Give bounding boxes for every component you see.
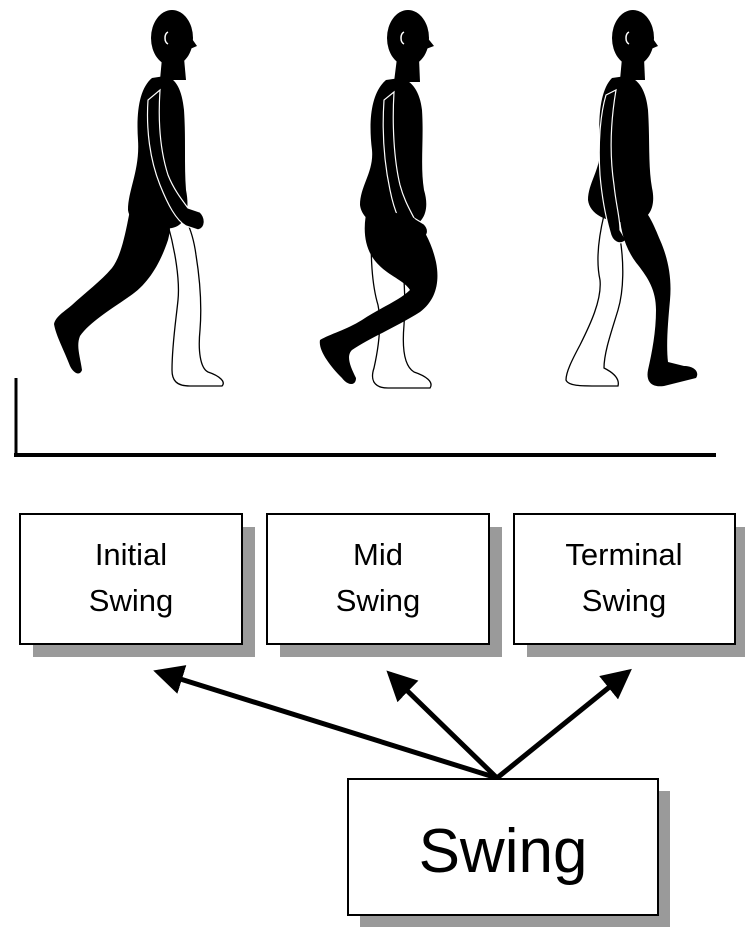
- phase-label-line2: Swing: [89, 583, 173, 618]
- arrow-to-terminal: [497, 672, 628, 778]
- phase-bracket: [14, 378, 716, 455]
- main-swing-box: Swing: [348, 779, 670, 927]
- arrows: [158, 672, 628, 778]
- swing-leg: [620, 200, 698, 386]
- phase-box-mid: Mid Swing: [267, 514, 502, 657]
- head: [151, 10, 193, 66]
- stance-leg-outline: [168, 220, 223, 386]
- phase-box-initial: Initial Swing: [20, 514, 255, 657]
- main-swing-label: Swing: [419, 817, 588, 886]
- terminal-swing-figure: [566, 10, 697, 386]
- phase-label-line1: Mid: [353, 537, 403, 572]
- phase-label-line2: Swing: [582, 583, 666, 618]
- box: [514, 514, 735, 644]
- phase-label-line1: Initial: [95, 537, 167, 572]
- phase-label-line2: Swing: [336, 583, 420, 618]
- nose: [190, 36, 197, 49]
- initial-swing-figure: [54, 10, 223, 386]
- nose: [426, 36, 434, 49]
- phase-box-terminal: Terminal Swing: [514, 514, 745, 657]
- box: [20, 514, 242, 644]
- head: [612, 10, 654, 66]
- box: [267, 514, 489, 644]
- arrow-to-initial: [158, 672, 497, 778]
- phase-label-line1: Terminal: [565, 537, 682, 572]
- swing-leg: [54, 200, 170, 373]
- nose: [651, 36, 658, 49]
- head: [387, 10, 429, 66]
- mid-swing-figure: [320, 10, 438, 388]
